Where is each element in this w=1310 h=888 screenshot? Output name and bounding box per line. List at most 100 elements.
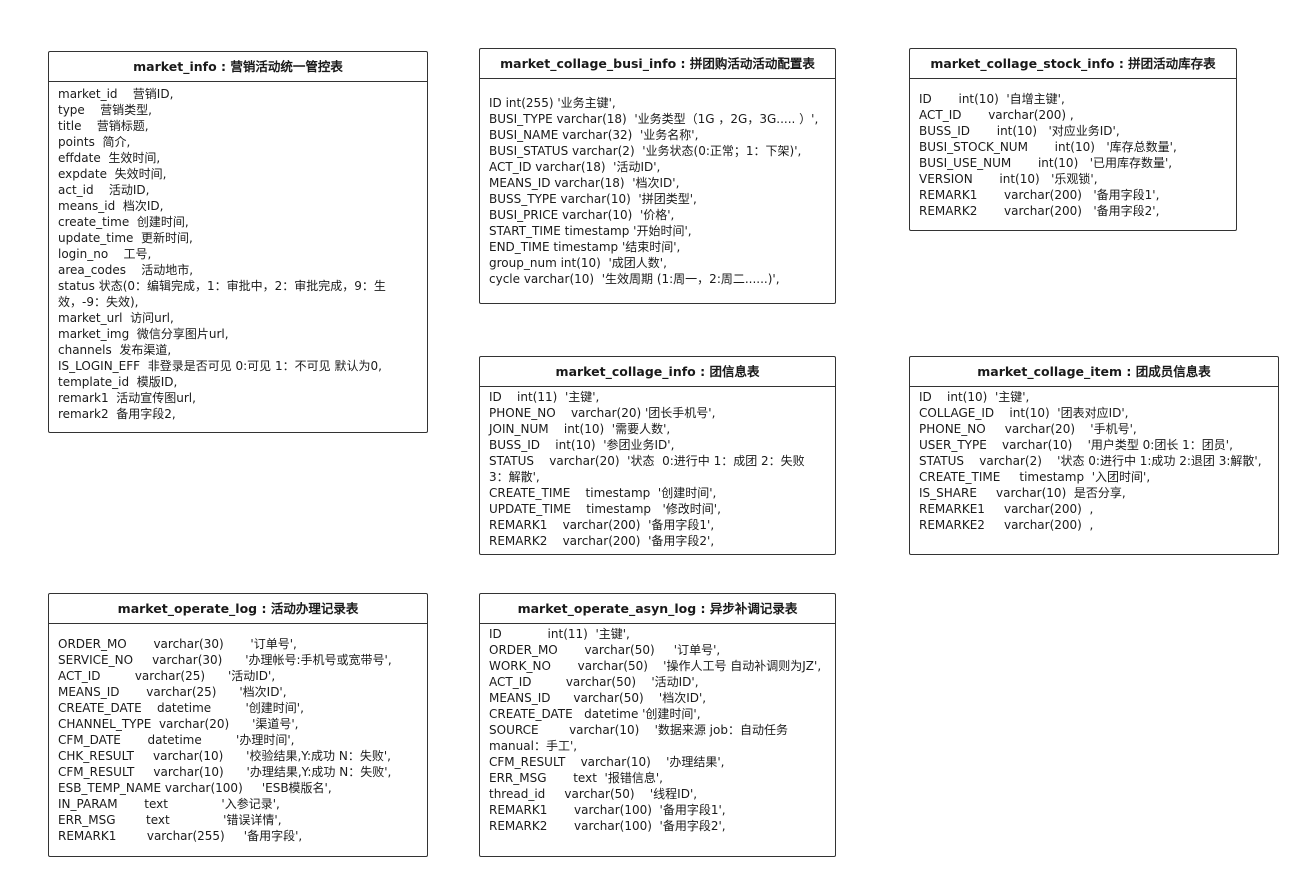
- field-row: CHANNEL_TYPE varchar(20) '渠道号',: [58, 717, 299, 731]
- field-row: WORK_NO varchar(50) '操作人工号 自动补调则为JZ',: [489, 659, 822, 673]
- field-row: STATUS varchar(20) '状态 0:进行中 1：成团 2：失败 3…: [489, 454, 809, 484]
- field-row: USER_TYPE varchar(10) '用户类型 0:团长 1：团员',: [919, 438, 1233, 452]
- table-market-collage-stock-info[interactable]: market_collage_stock_info : 拼团活动库存表 ID i…: [909, 48, 1237, 231]
- table-fields: market_id 营销ID, type 营销类型, title 营销标题, poin…: [49, 82, 427, 422]
- field-row: area_codes 活动地市,: [58, 263, 194, 277]
- field-row: REMARK1 varchar(200) '备用字段1',: [919, 188, 1160, 202]
- field-row: thread_id varchar(50) '线程ID',: [489, 787, 698, 801]
- field-row: BUSI_STOCK_NUM int(10) '库存总数量',: [919, 140, 1177, 154]
- table-market-info[interactable]: market_info : 营销活动统一管控表 market_id 营销ID, t…: [48, 51, 428, 433]
- field-row: IS_SHARE varchar(10) 是否分享,: [919, 486, 1126, 500]
- field-row: COLLAGE_ID int(10) '团表对应ID',: [919, 406, 1129, 420]
- field-row: ORDER_MO varchar(30) '订单号',: [58, 637, 297, 651]
- field-row: CFM_DATE datetime '办理时间',: [58, 733, 295, 747]
- field-row: REMARK2 varchar(100) '备用字段2',: [489, 819, 726, 833]
- field-row: remark1 活动宣传图url,: [58, 391, 196, 405]
- field-row: END_TIME timestamp '结束时间',: [489, 240, 681, 254]
- field-row: create_time 创建时间,: [58, 215, 189, 229]
- field-row: SOURCE varchar(10) '数据来源 job：自动任务 manual…: [489, 723, 792, 753]
- table-title: market_collage_stock_info : 拼团活动库存表: [910, 49, 1236, 79]
- table-fields: ID int(255) '业务主键', BUSI_TYPE varchar(18)…: [480, 79, 835, 287]
- table-title: market_collage_item : 团成员信息表: [910, 357, 1278, 387]
- field-row: ID int(10) '自增主键',: [919, 92, 1065, 106]
- field-row: group_num int(10) '成团人数',: [489, 256, 667, 270]
- field-row: BUSI_PRICE varchar(10) '价格',: [489, 208, 675, 222]
- table-market-collage-item[interactable]: market_collage_item : 团成员信息表 ID int(10) …: [909, 356, 1279, 555]
- field-row: REMARK2 varchar(200) '备用字段2',: [919, 204, 1160, 218]
- table-fields: ORDER_MO varchar(30) '订单号', SERVICE_NO va…: [49, 624, 427, 844]
- field-row: BUSS_ID int(10) '对应业务ID',: [919, 124, 1120, 138]
- field-row: ORDER_MO varchar(50) '订单号',: [489, 643, 721, 657]
- field-row: REMARK1 varchar(100) '备用字段1',: [489, 803, 726, 817]
- field-row: CREATE_DATE datetime '创建时间',: [489, 707, 701, 721]
- table-title: market_collage_busi_info : 拼团购活动活动配置表: [480, 49, 835, 79]
- table-market-operate-log[interactable]: market_operate_log : 活动办理记录表 ORDER_MO va…: [48, 593, 428, 857]
- table-fields: ID int(11) '主键', ORDER_MO varchar(50) '订单…: [480, 624, 835, 834]
- field-row: MEANS_ID varchar(50) '档次ID',: [489, 691, 707, 705]
- field-row: login_no 工号,: [58, 247, 152, 261]
- table-title: market_operate_log : 活动办理记录表: [49, 594, 427, 624]
- field-row: BUSS_ID int(10) '参团业务ID',: [489, 438, 675, 452]
- field-row: BUSI_NAME varchar(32) '业务名称',: [489, 128, 699, 142]
- field-row: ACT_ID varchar(25) '活动ID',: [58, 669, 276, 683]
- field-row: cycle varchar(10) '生效周期 (1:周一，2:周二......…: [489, 272, 780, 286]
- field-row: CFM_RESULT varchar(10) '办理结果,Y:成功 N：失败',: [58, 765, 392, 779]
- table-fields: ID int(10) '主键', COLLAGE_ID int(10) '团表对应…: [910, 387, 1278, 533]
- field-row: BUSI_TYPE varchar(18) '业务类型（1G ，2G，3G...…: [489, 112, 819, 126]
- field-row: title 营销标题,: [58, 119, 149, 133]
- field-row: market_img 微信分享图片url,: [58, 327, 229, 341]
- field-row: STATUS varchar(2) '状态 0:进行中 1:成功 2:退团 3:…: [919, 454, 1262, 468]
- field-row: effdate 生效时间,: [58, 151, 161, 165]
- field-row: market_id 营销ID,: [58, 87, 174, 101]
- field-row: ID int(255) '业务主键',: [489, 96, 616, 110]
- table-fields: ID int(10) '自增主键', ACT_ID varchar(200) , B…: [910, 79, 1236, 219]
- field-row: CREATE_TIME timestamp '创建时间',: [489, 486, 717, 500]
- field-row: type 营销类型,: [58, 103, 152, 117]
- field-row: market_url 访问url,: [58, 311, 174, 325]
- field-row: means_id 档次ID,: [58, 199, 164, 213]
- field-row: ERR_MSG text '错误详情',: [58, 813, 282, 827]
- field-row: BUSS_TYPE varchar(10) '拼团类型',: [489, 192, 697, 206]
- field-row: update_time 更新时间,: [58, 231, 193, 245]
- field-row: ERR_MSG text '报错信息',: [489, 771, 663, 785]
- field-row: ACT_ID varchar(18) '活动ID',: [489, 160, 661, 174]
- field-row: CREATE_DATE datetime '创建时间',: [58, 701, 304, 715]
- field-row: PHONE_NO varchar(20) '团长手机号',: [489, 406, 716, 420]
- table-title: market_collage_info : 团信息表: [480, 357, 835, 387]
- field-row: ACT_ID varchar(50) '活动ID',: [489, 675, 699, 689]
- field-row: IN_PARAM text '入参记录',: [58, 797, 280, 811]
- field-row: ID int(10) '主键',: [919, 390, 1030, 404]
- table-title: market_info : 营销活动统一管控表: [49, 52, 427, 82]
- field-row: START_TIME timestamp '开始时间',: [489, 224, 692, 238]
- field-row: CREATE_TIME timestamp '入团时间',: [919, 470, 1151, 484]
- field-row: ID int(11) '主键',: [489, 627, 630, 641]
- field-row: ID int(11) '主键',: [489, 390, 600, 404]
- field-row: points 简介,: [58, 135, 131, 149]
- field-row: ACT_ID varchar(200) ,: [919, 108, 1074, 122]
- table-market-operate-asyn-log[interactable]: market_operate_asyn_log : 异步补调记录表 ID int…: [479, 593, 836, 857]
- field-row: REMARK2 varchar(200) '备用字段2',: [489, 534, 715, 548]
- field-row: JOIN_NUM int(10) '需要人数',: [489, 422, 671, 436]
- field-row: channels 发布渠道,: [58, 343, 172, 357]
- field-row: VERSION int(10) '乐观锁',: [919, 172, 1098, 186]
- field-row: CHK_RESULT varchar(10) '校验结果,Y:成功 N：失败',: [58, 749, 391, 763]
- field-row: CFM_RESULT varchar(10) '办理结果',: [489, 755, 725, 769]
- field-row: PHONE_NO varchar(20) '手机号',: [919, 422, 1137, 436]
- table-fields: ID int(11) '主键', PHONE_NO varchar(20) '团长…: [480, 387, 835, 549]
- field-row: REMARKE2 varchar(200) ,: [919, 518, 1094, 532]
- field-row: REMARK1 varchar(255) '备用字段',: [58, 829, 303, 843]
- field-row: IS_LOGIN_EFF 非登录是否可见 0:可见 1：不可见 默认为0,: [58, 359, 382, 373]
- field-row: MEANS_ID varchar(25) '档次ID',: [58, 685, 287, 699]
- field-row: UPDATE_TIME timestamp '修改时间',: [489, 502, 721, 516]
- field-row: expdate 失效时间,: [58, 167, 167, 181]
- field-row: act_id 活动ID,: [58, 183, 150, 197]
- table-market-collage-info[interactable]: market_collage_info : 团信息表 ID int(11) '主…: [479, 356, 836, 555]
- field-row: status 状态(0：编辑完成，1：审批中，2：审批完成，9：生效，-9：失效…: [58, 279, 386, 309]
- table-market-collage-busi-info[interactable]: market_collage_busi_info : 拼团购活动活动配置表 ID…: [479, 48, 836, 304]
- field-row: MEANS_ID varchar(18) '档次ID',: [489, 176, 680, 190]
- table-title: market_operate_asyn_log : 异步补调记录表: [480, 594, 835, 624]
- field-row: REMARK1 varchar(200) '备用字段1',: [489, 518, 715, 532]
- field-row: SERVICE_NO varchar(30) '办理帐号:手机号或宽带号',: [58, 653, 392, 667]
- field-row: REMARKE1 varchar(200) ,: [919, 502, 1094, 516]
- field-row: BUSI_STATUS varchar(2) '业务状态(0:正常；1：下架)'…: [489, 144, 802, 158]
